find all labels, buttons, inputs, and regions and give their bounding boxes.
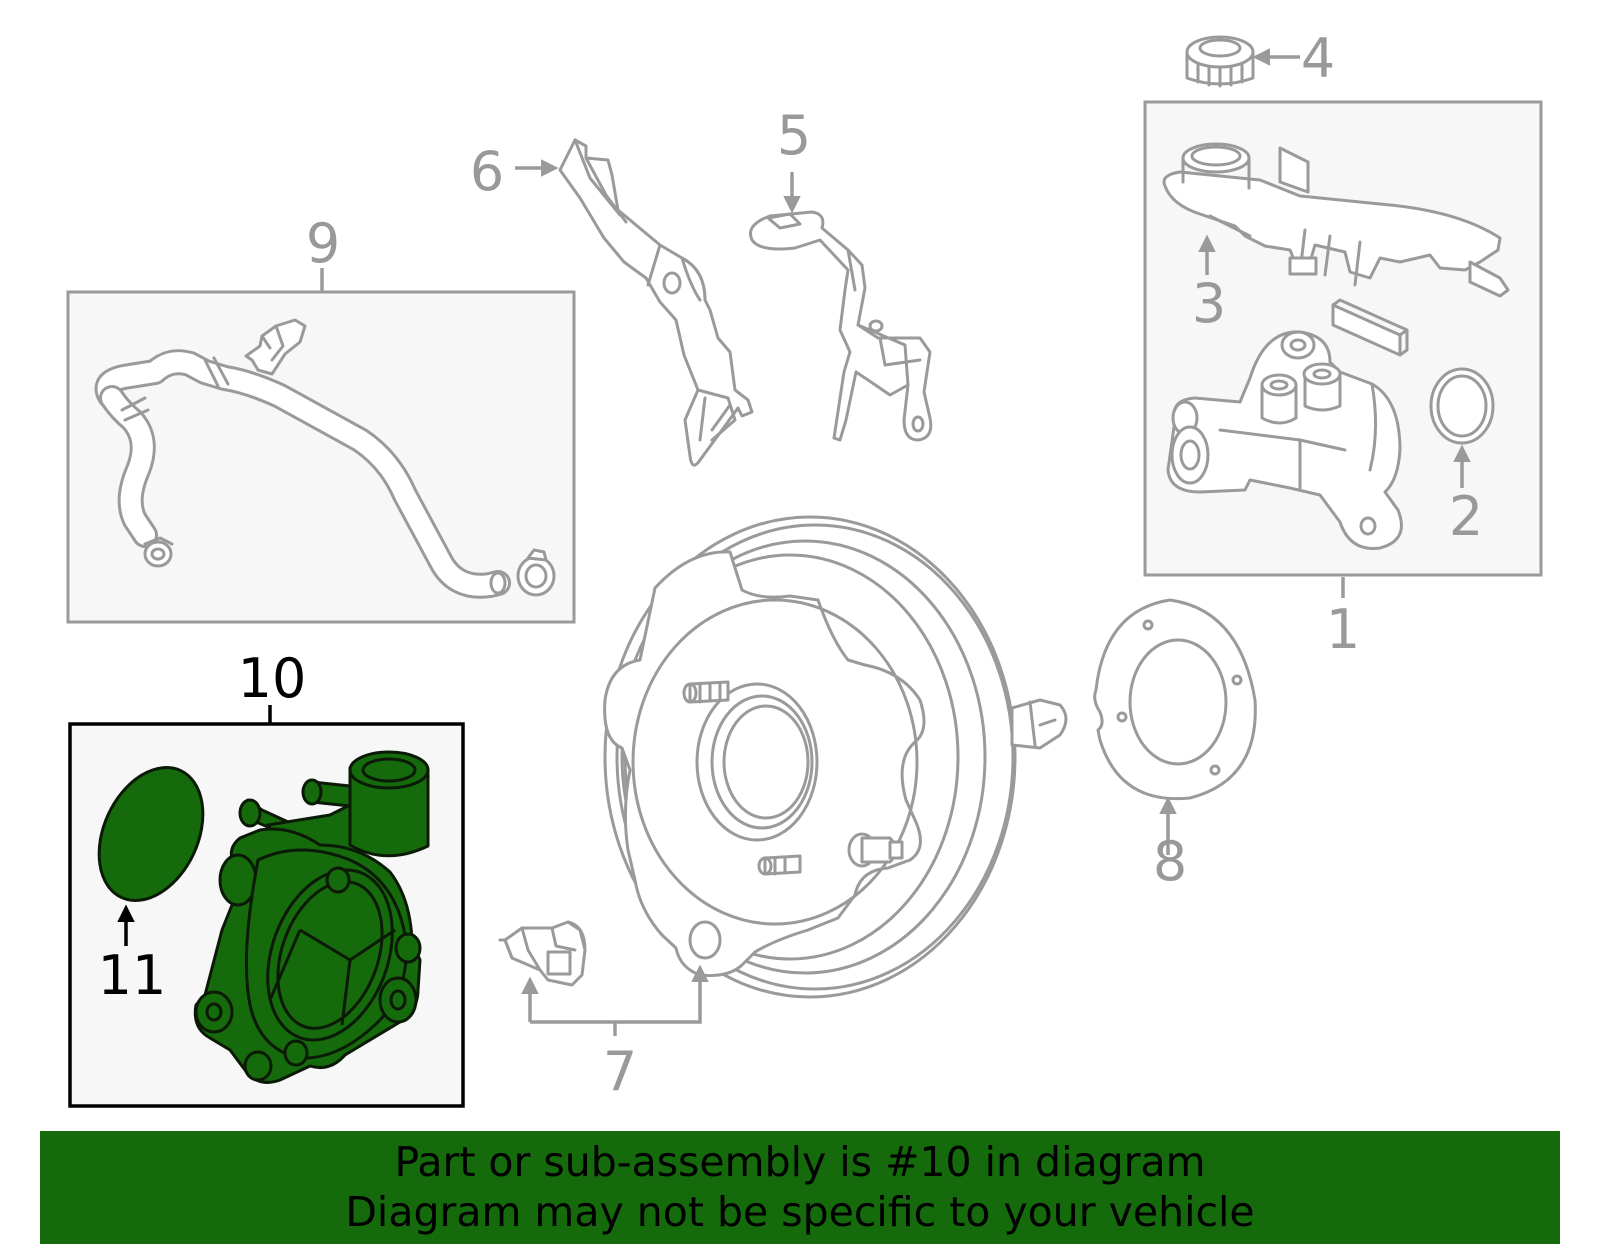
hose-clip-part	[244, 318, 307, 376]
banner-line-disclaimer: Diagram may not be specific to your vehi…	[345, 1188, 1255, 1236]
booster-bracket-6-part	[558, 138, 754, 467]
hose-clamp-large-part	[516, 548, 556, 597]
booster-gasket-part	[1093, 598, 1257, 801]
master-cylinder-part	[1166, 330, 1403, 550]
callout-8: 8	[1153, 830, 1187, 893]
info-banner: Part or sub-assembly is #10 in diagram D…	[40, 1131, 1560, 1244]
callout-2: 2	[1449, 485, 1483, 548]
vacuum-sensor-part	[498, 920, 587, 987]
brake-booster-part	[603, 515, 1068, 999]
brake-fluid-reservoir-part	[1162, 142, 1510, 298]
booster-bracket-5-part	[749, 210, 933, 442]
callout-7: 7	[603, 1040, 637, 1103]
callout-3: 3	[1192, 272, 1226, 335]
o-ring-part	[1429, 367, 1495, 445]
callout-10: 10	[238, 647, 307, 710]
callout-9: 9	[306, 212, 340, 275]
callout-6: 6	[470, 140, 504, 203]
reservoir-cap-part	[1185, 35, 1255, 88]
hose-clamp-small-part	[143, 536, 174, 568]
vacuum-pump-gasket-part	[97, 766, 205, 902]
vacuum-hose-part	[94, 349, 511, 599]
banner-line-part-number: Part or sub-assembly is #10 in diagram	[394, 1138, 1206, 1186]
callout-11: 11	[98, 944, 167, 1007]
leader-lines	[117, 48, 1471, 1036]
reservoir-grommet-part	[1331, 298, 1409, 357]
callout-5: 5	[777, 104, 811, 167]
vacuum-pump-assembly-part	[193, 750, 430, 1084]
callout-1: 1	[1326, 598, 1360, 661]
callout-4: 4	[1301, 27, 1335, 90]
